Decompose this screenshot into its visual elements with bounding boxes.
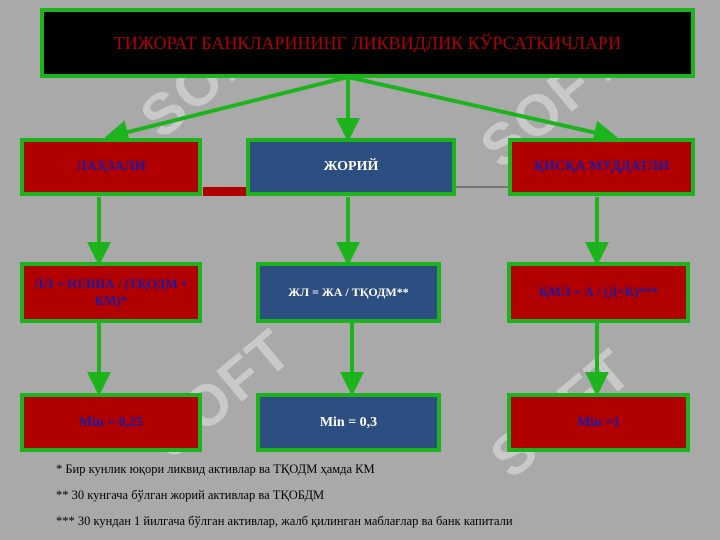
column-2-name-box: ЖОРИЙ [246,138,456,196]
footnote-2: ** 30 кунгача бўлган жорий активлар ва Т… [56,488,325,502]
column-1-name-box: ЛАҲЗАЛИ [20,138,202,196]
diagram-title-text: ТИЖОРАТ БАНКЛАРИНИНГ ЛИКВИДЛИК КЎРСАТКИЧ… [113,32,622,53]
column-1-formula-box: ЛЛ = ЮЛША / (ТҚОДМ + КМ)* [20,262,202,323]
footnote-3: *** 30 кундан 1 йилгача бўлган активлар,… [56,514,513,528]
arrow-to-col-1 [104,75,349,144]
column-1-min: Min = 0,25 [78,414,144,430]
column-2-formula-box: ЖЛ = ЖА / ТҚОДМ** [256,262,441,323]
red-accent-bar [203,187,247,196]
column-2-formula: ЖЛ = ЖА / ТҚОДМ** [288,285,409,299]
column-3-formula-box: ҚМЛ = А / (Д+К)*** [507,262,690,323]
column-2-min-box: Min = 0,3 [256,393,441,452]
column-2-min: Min = 0,3 [319,414,378,430]
footnote-1: * Бир кунлик юқори ликвид активлар ва ТҚ… [56,462,375,476]
column-1-formula: ЛЛ = ЮЛША / (ТҚОДМ + КМ)* [33,276,189,308]
column-1-name: ЛАҲЗАЛИ [76,159,146,175]
column-3-min: Min =1 [576,414,621,430]
column-1-min-box: Min = 0,25 [20,393,202,452]
column-2-name: ЖОРИЙ [323,159,379,175]
diagram-title: ТИЖОРАТ БАНКЛАРИНИНГ ЛИКВИДЛИК КЎРСАТКИЧ… [40,8,695,78]
arrow-to-col-3 [347,75,618,145]
column-3-min-box: Min =1 [507,393,690,452]
column-3-name-box: ҚИСҚА МУДДАТЛИ [508,138,695,196]
column-3-formula: ҚМЛ = А / (Д+К)*** [539,284,658,300]
column-3-name: ҚИСҚА МУДДАТЛИ [533,159,670,175]
